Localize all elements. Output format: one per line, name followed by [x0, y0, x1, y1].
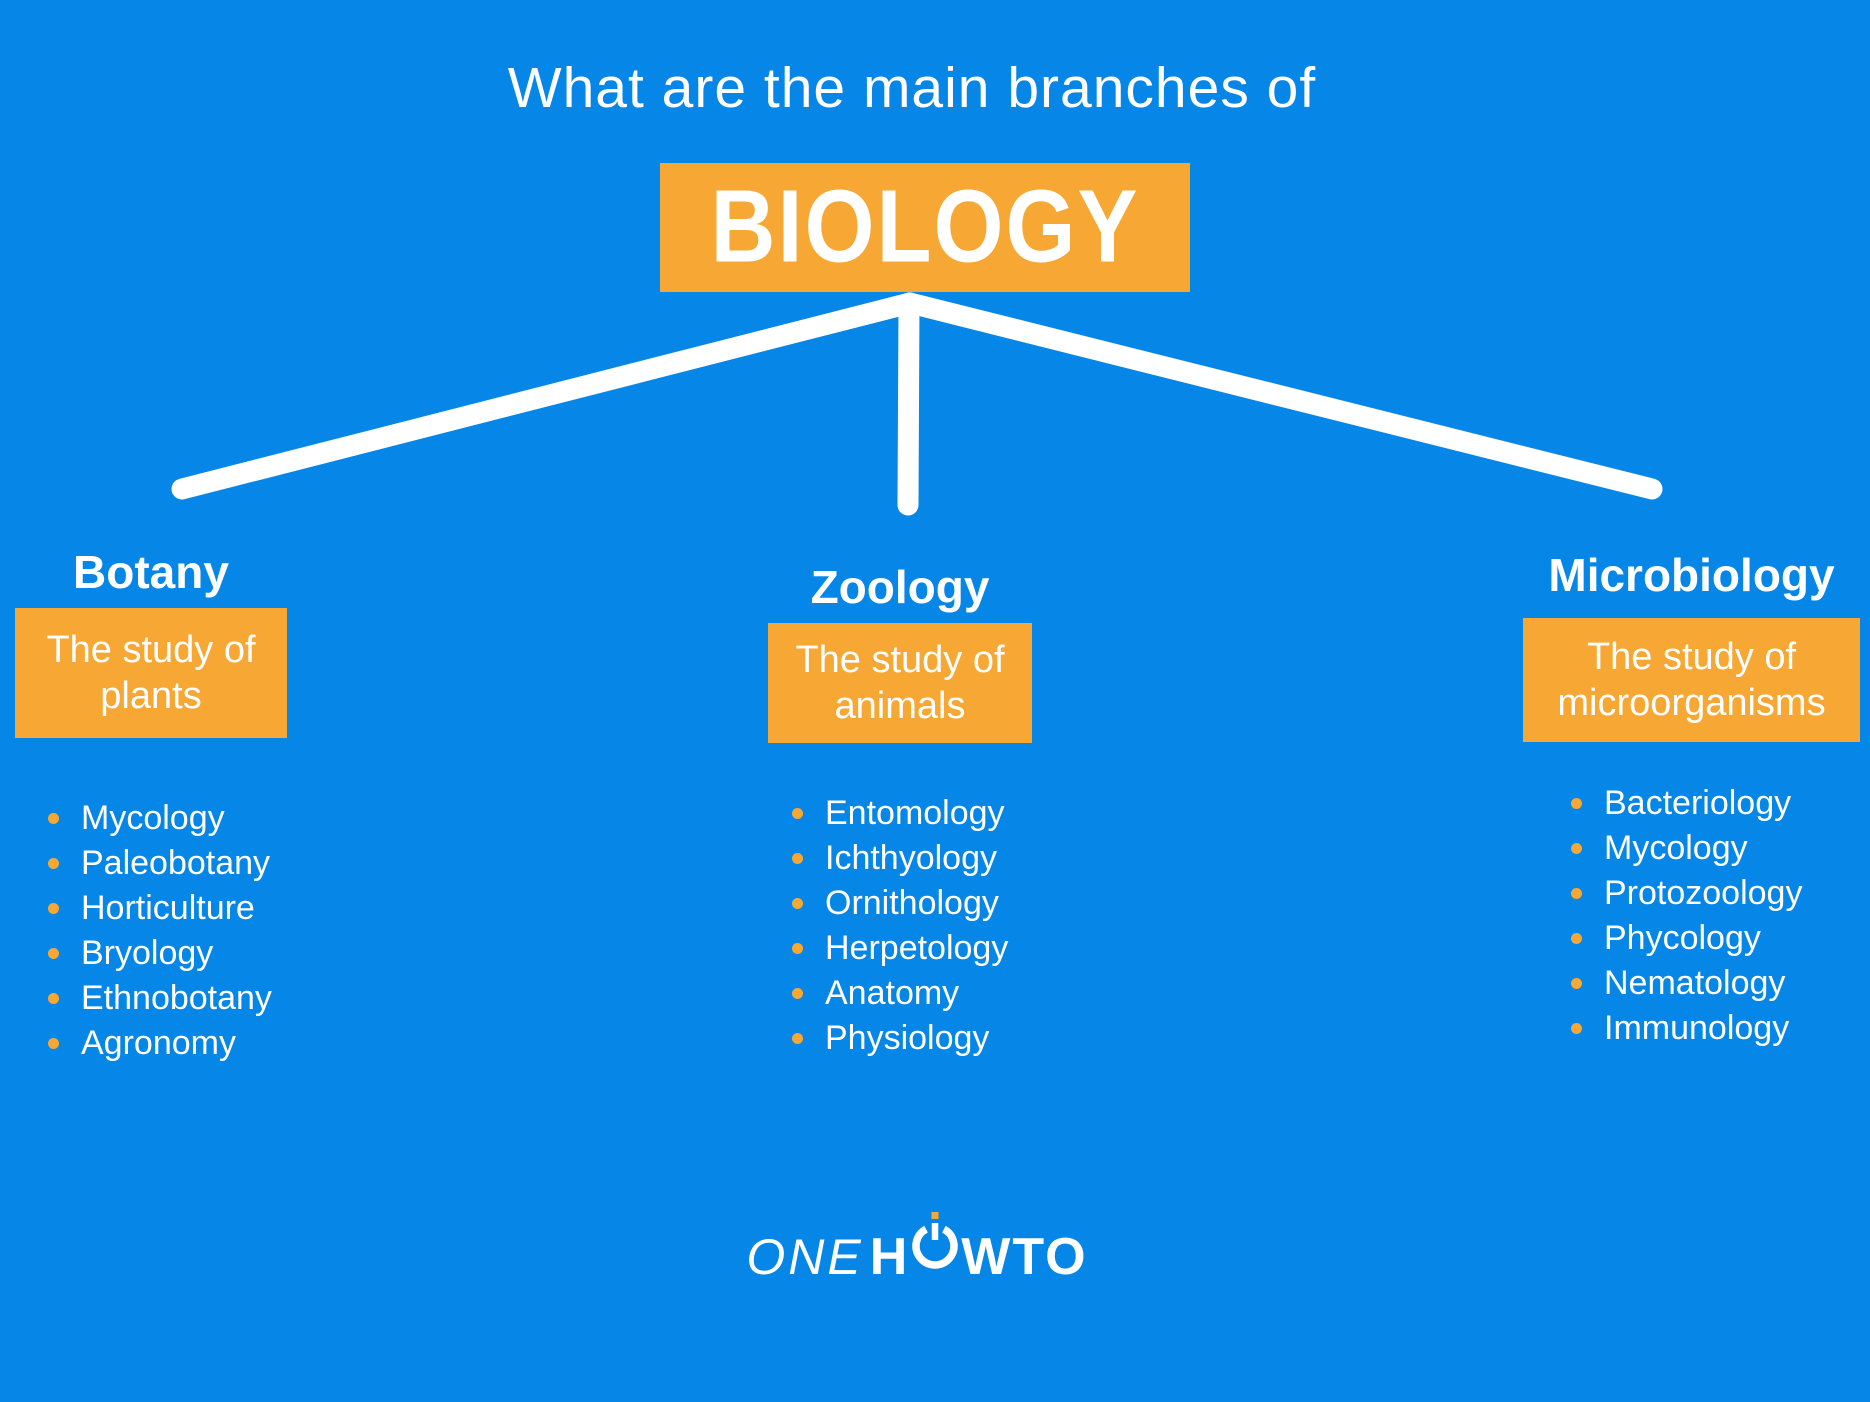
power-button-icon — [912, 1212, 958, 1269]
list-item: Paleobotany — [48, 841, 272, 886]
logo-word-end: WTO — [961, 1228, 1088, 1286]
branch-list-botany: Mycology Paleobotany Horticulture Bryolo… — [48, 796, 272, 1066]
branch-title-microbiology: Microbiology — [1548, 549, 1835, 601]
list-item: Mycology — [48, 796, 272, 841]
list-item: Ichthyology — [792, 836, 1008, 881]
list-item: Bryology — [48, 931, 272, 976]
branch-title-botany: Botany — [73, 546, 229, 598]
list-item: Agronomy — [48, 1021, 272, 1066]
branch-title-zoology: Zoology — [810, 561, 990, 613]
branch-description-microbiology: The study of microorganisms — [1523, 618, 1860, 742]
connector-line-middle — [897, 292, 920, 516]
branch-description-botany: The study of plants — [15, 608, 287, 738]
list-item: Physiology — [792, 1016, 1008, 1061]
logo-prefix: ONE — [746, 1229, 864, 1285]
list-item: Bacteriology — [1571, 781, 1802, 826]
connector-line-left — [171, 292, 921, 500]
logo-word-start: H — [869, 1228, 910, 1286]
subject-box: BIOLOGY — [660, 163, 1190, 292]
list-item: Entomology — [792, 791, 1008, 836]
branch-description-zoology: The study of animals — [768, 623, 1032, 743]
list-item: Ethnobotany — [48, 976, 272, 1021]
branch-description-text: The study of plants — [46, 629, 256, 717]
list-item: Immunology — [1571, 1006, 1802, 1051]
subject-label: BIOLOGY — [710, 169, 1140, 285]
branch-list-zoology: Entomology Ichthyology Ornithology Herpe… — [792, 791, 1008, 1061]
list-item: Protozoology — [1571, 871, 1802, 916]
list-item: Anatomy — [792, 971, 1008, 1016]
list-item: Mycology — [1571, 826, 1802, 871]
logo-orange-dot — [931, 1212, 939, 1219]
power-icon-ring — [912, 1225, 958, 1269]
list-item: Phycology — [1571, 916, 1802, 961]
page-title: What are the main branches of — [507, 56, 1317, 120]
onehowto-logo: ONE H WTO — [0, 1212, 1834, 1283]
connector-line-right — [899, 292, 1663, 500]
list-item: Ornithology — [792, 881, 1008, 926]
branch-list-microbiology: Bacteriology Mycology Protozoology Phyco… — [1571, 781, 1802, 1051]
branch-description-text: The study of animals — [795, 639, 1005, 727]
branch-description-text: The study of microorganisms — [1557, 636, 1826, 724]
list-item: Nematology — [1571, 961, 1802, 1006]
list-item: Herpetology — [792, 926, 1008, 971]
power-icon-stem — [932, 1223, 939, 1240]
list-item: Horticulture — [48, 886, 272, 931]
